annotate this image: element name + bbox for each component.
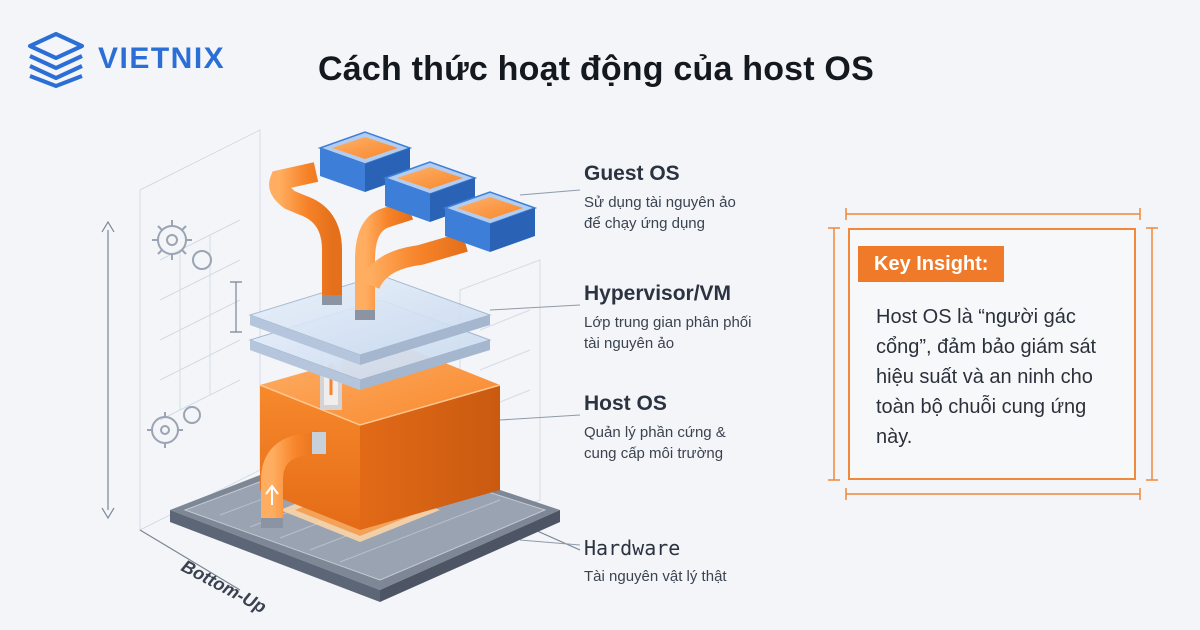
- layer-desc-line1: Quản lý phần cứng &: [584, 424, 726, 441]
- leader-lines: [489, 189, 581, 546]
- layer-desc-line2: để chạy ứng dụng: [584, 215, 705, 232]
- brand-logo: VIETNIX: [26, 30, 225, 88]
- page-title: Cách thức hoạt động của host OS: [318, 50, 874, 88]
- layer-desc-line1: Lớp trung gian phân phối: [584, 314, 752, 331]
- key-insight-body: Host OS là “người gác cổng”, đảm bảo giá…: [876, 306, 1097, 448]
- layer-title: Guest OS: [584, 162, 680, 185]
- insight-dimension-frame: [828, 208, 1158, 500]
- layer-guest-os: Guest OS Sử dụng tài nguyên ảo để chạy ứ…: [584, 162, 824, 234]
- guest-os-cube-3: [442, 191, 538, 252]
- layer-desc-line2: tài nguyên ảo: [584, 335, 675, 352]
- layer-hardware: Hardware Tài nguyên vật lý thật: [584, 536, 824, 587]
- layers-logo-icon: [28, 32, 84, 88]
- layer-desc-line2: cung cấp môi trường: [584, 445, 724, 462]
- layer-desc-line1: Sử dụng tài nguyên ảo: [584, 194, 736, 211]
- pipe-arrow-icon: [261, 431, 326, 528]
- guest-os-cube-2: [382, 161, 478, 222]
- guest-os-cube-1: [317, 131, 413, 192]
- layer-title: Hypervisor/VM: [584, 282, 732, 305]
- layer-host-os: Host OS Quản lý phần cứng & cung cấp môi…: [584, 392, 824, 464]
- brand-name: VIETNIX: [98, 42, 226, 75]
- gear-icon: [147, 220, 212, 448]
- layer-title: Host OS: [584, 392, 667, 415]
- layer-hypervisor: Hypervisor/VM Lớp trung gian phân phối t…: [584, 282, 824, 354]
- key-insight-header: Key Insight:: [858, 246, 1005, 282]
- direction-label: Bottom-Up: [178, 556, 269, 617]
- host-os-stack-diagram: Bottom-Up: [101, 129, 581, 617]
- pipe-connectors: [322, 295, 375, 320]
- layer-desc-line1: Tài nguyên vật lý thật: [584, 568, 727, 585]
- key-insight-card: Key Insight: Host OS là “người gác cổng”…: [848, 228, 1136, 480]
- pipe-arrow-icon: [269, 162, 468, 315]
- layer-title: Hardware: [584, 536, 681, 560]
